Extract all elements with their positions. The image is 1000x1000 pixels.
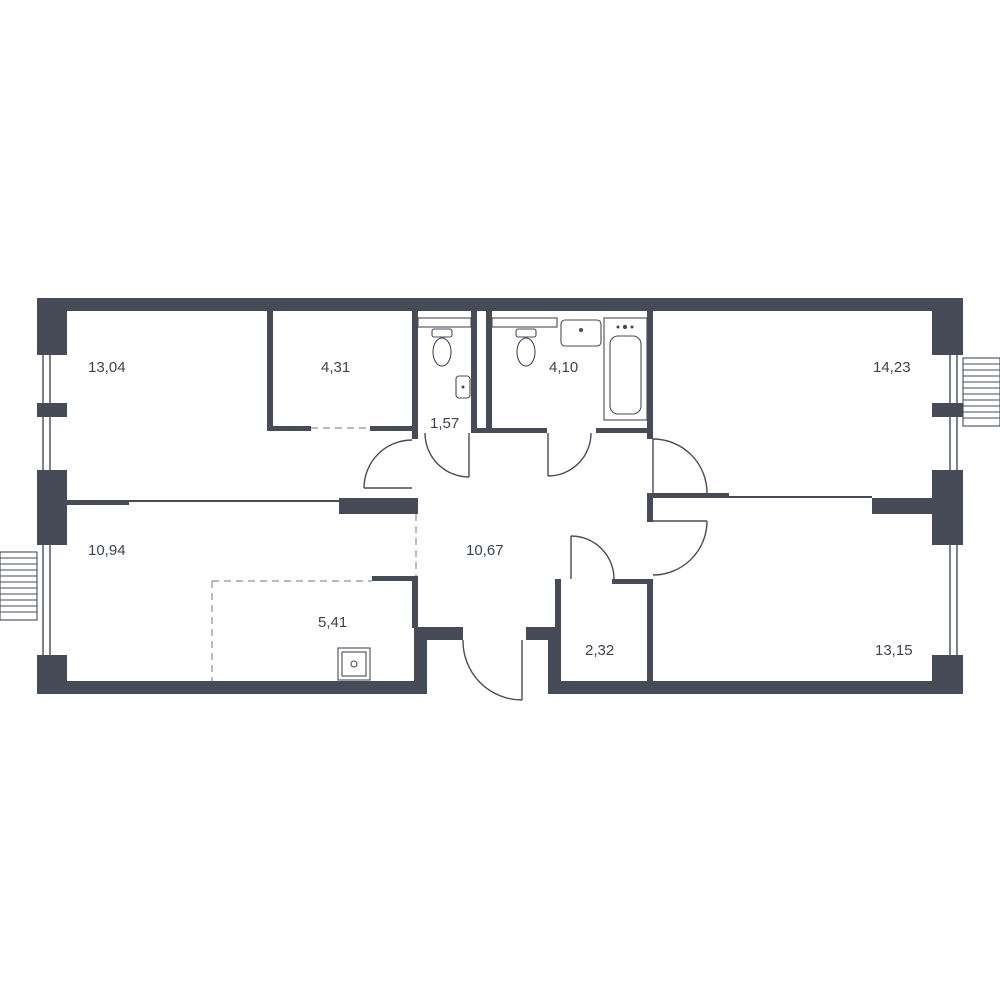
- room-labels: 13,04 4,31 1,57 4,10 14,23 10,94 10,67 5…: [88, 359, 913, 659]
- room-area-label: 10,94: [88, 542, 126, 559]
- window-icon: [37, 355, 963, 655]
- room-area-label: 5,41: [318, 614, 347, 631]
- bathtub-icon: [603, 317, 648, 421]
- zone-dividers: [211, 427, 417, 681]
- toilet-icon: [417, 317, 472, 367]
- toilet-icon: [491, 317, 558, 367]
- door-swing-icon: [363, 432, 708, 701]
- room-area-label: 4,31: [321, 359, 350, 376]
- sink-icon: [455, 375, 471, 399]
- room-area-label: 4,10: [549, 359, 578, 376]
- room-area-label: 13,15: [875, 642, 913, 659]
- radiator-icon: [0, 551, 38, 621]
- radiator-icon: [962, 357, 1000, 427]
- room-area-label: 2,32: [585, 642, 614, 659]
- room-area-label: 10,67: [466, 542, 504, 559]
- room-area-label: 13,04: [88, 359, 126, 376]
- stove-icon: [337, 647, 371, 681]
- sink-icon: [560, 319, 602, 347]
- room-area-label: 14,23: [873, 359, 911, 376]
- interior-walls: [67, 311, 932, 681]
- room-area-label: 1,57: [430, 415, 459, 432]
